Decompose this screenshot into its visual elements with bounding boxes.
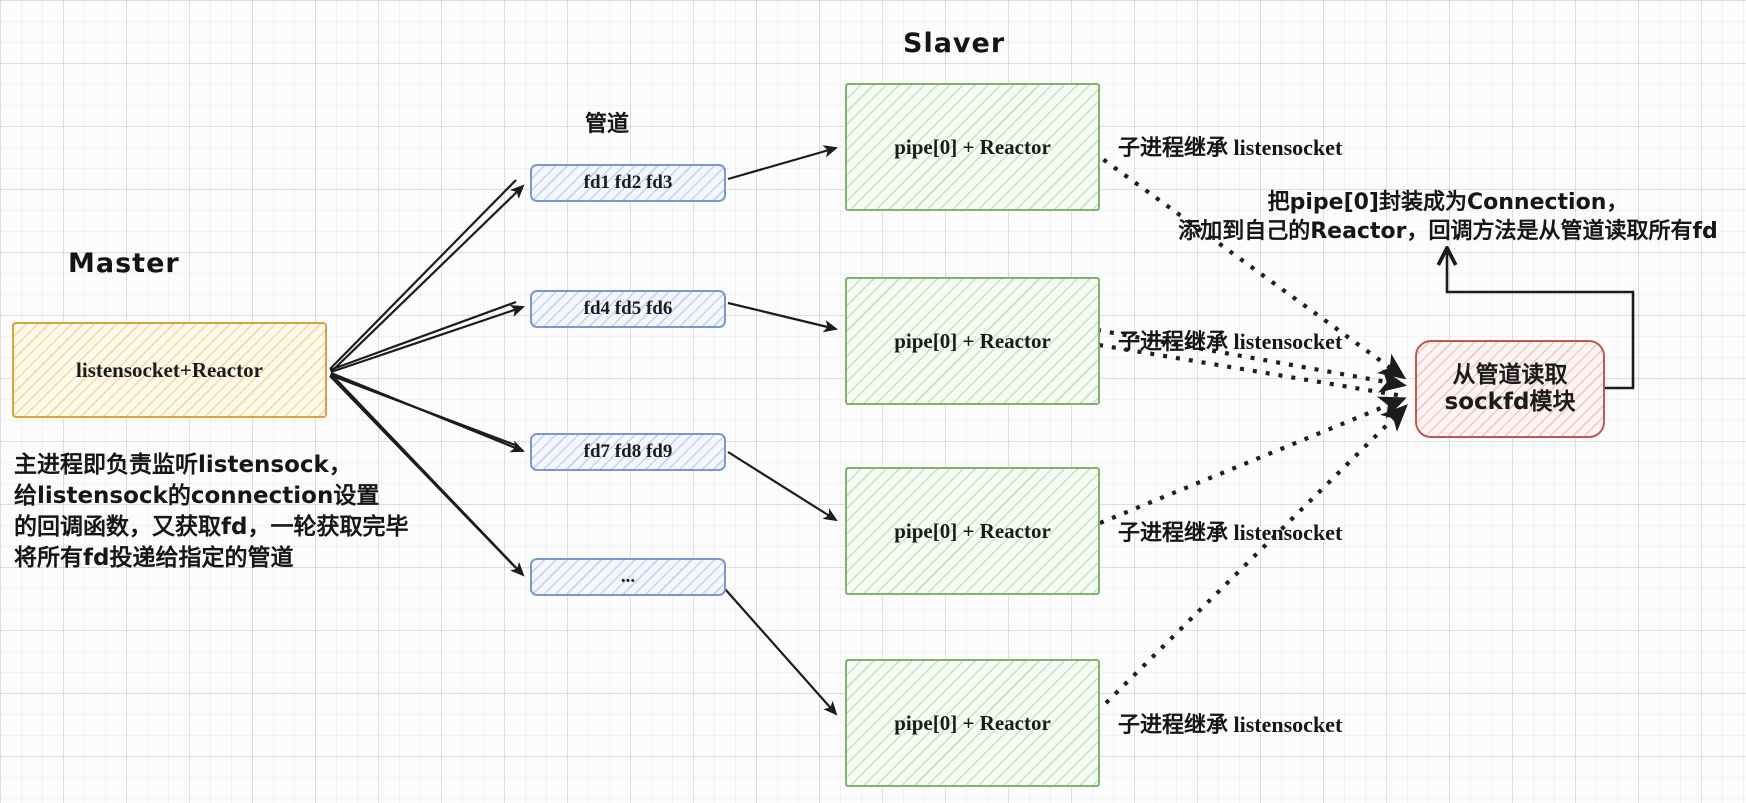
pipe-more: ... xyxy=(530,558,726,596)
reader-note: 把pipe[0]封装成为Connection， 添加到自己的Reactor，回调… xyxy=(1150,188,1746,246)
pipe-fd1-fd2-fd3: fd1 fd2 fd3 xyxy=(530,164,726,202)
master-note: 主进程即负责监听listensock， 给listensock的connecti… xyxy=(14,450,474,574)
master-box: listensocket+Reactor xyxy=(12,322,327,418)
master-note-line: 的回调函数，又获取fd，一轮获取完毕 xyxy=(14,514,409,540)
pipes-title: 管道 xyxy=(585,112,630,137)
pipe-fd7-fd8-fd9: fd7 fd8 fd9 xyxy=(530,433,726,471)
inherit-label-1: 子进程继承 listensocket xyxy=(1118,135,1343,160)
pipe-fd4-fd5-fd6: fd4 fd5 fd6 xyxy=(530,290,726,328)
pipe-label: fd1 fd2 fd3 xyxy=(583,172,673,193)
slaver-box-label: pipe[0] + Reactor xyxy=(894,518,1051,543)
slaver-box-1: pipe[0] + Reactor xyxy=(845,83,1100,211)
pipe-label: fd4 fd5 fd6 xyxy=(583,298,673,319)
reader-note-line: 添加到自己的Reactor，回调方法是从管道读取所有fd xyxy=(1178,219,1718,244)
master-note-line: 主进程即负责监听listensock， xyxy=(14,452,352,478)
slaver-box-label: pipe[0] + Reactor xyxy=(894,134,1051,159)
pipe-label: ... xyxy=(620,566,636,587)
reader-box-label: 从管道读取sockfd模块 xyxy=(1444,362,1576,415)
reader-note-line: 把pipe[0]封装成为Connection， xyxy=(1267,190,1629,215)
pipe-label: fd7 fd8 fd9 xyxy=(583,441,673,462)
slaver-box-3: pipe[0] + Reactor xyxy=(845,467,1100,595)
reader-box: 从管道读取sockfd模块 xyxy=(1415,340,1605,438)
inherit-label-3: 子进程继承 listensocket xyxy=(1118,520,1343,545)
slaver-title: Slaver xyxy=(903,28,1006,59)
slaver-box-2: pipe[0] + Reactor xyxy=(845,277,1100,405)
slaver-box-4: pipe[0] + Reactor xyxy=(845,659,1100,787)
pipe-to-slaver-arrows xyxy=(724,145,839,716)
inherit-label-4: 子进程继承 listensocket xyxy=(1118,712,1343,737)
slaver-box-label: pipe[0] + Reactor xyxy=(894,328,1051,353)
master-note-line: 给listensock的connection设置 xyxy=(14,483,380,509)
inherit-label-2: 子进程继承 listensocket xyxy=(1118,329,1343,354)
master-box-label: listensocket+Reactor xyxy=(76,357,263,382)
master-note-line: 将所有fd投递给指定的管道 xyxy=(14,545,294,571)
master-title: Master xyxy=(68,248,180,279)
slaver-box-label: pipe[0] + Reactor xyxy=(894,710,1051,735)
